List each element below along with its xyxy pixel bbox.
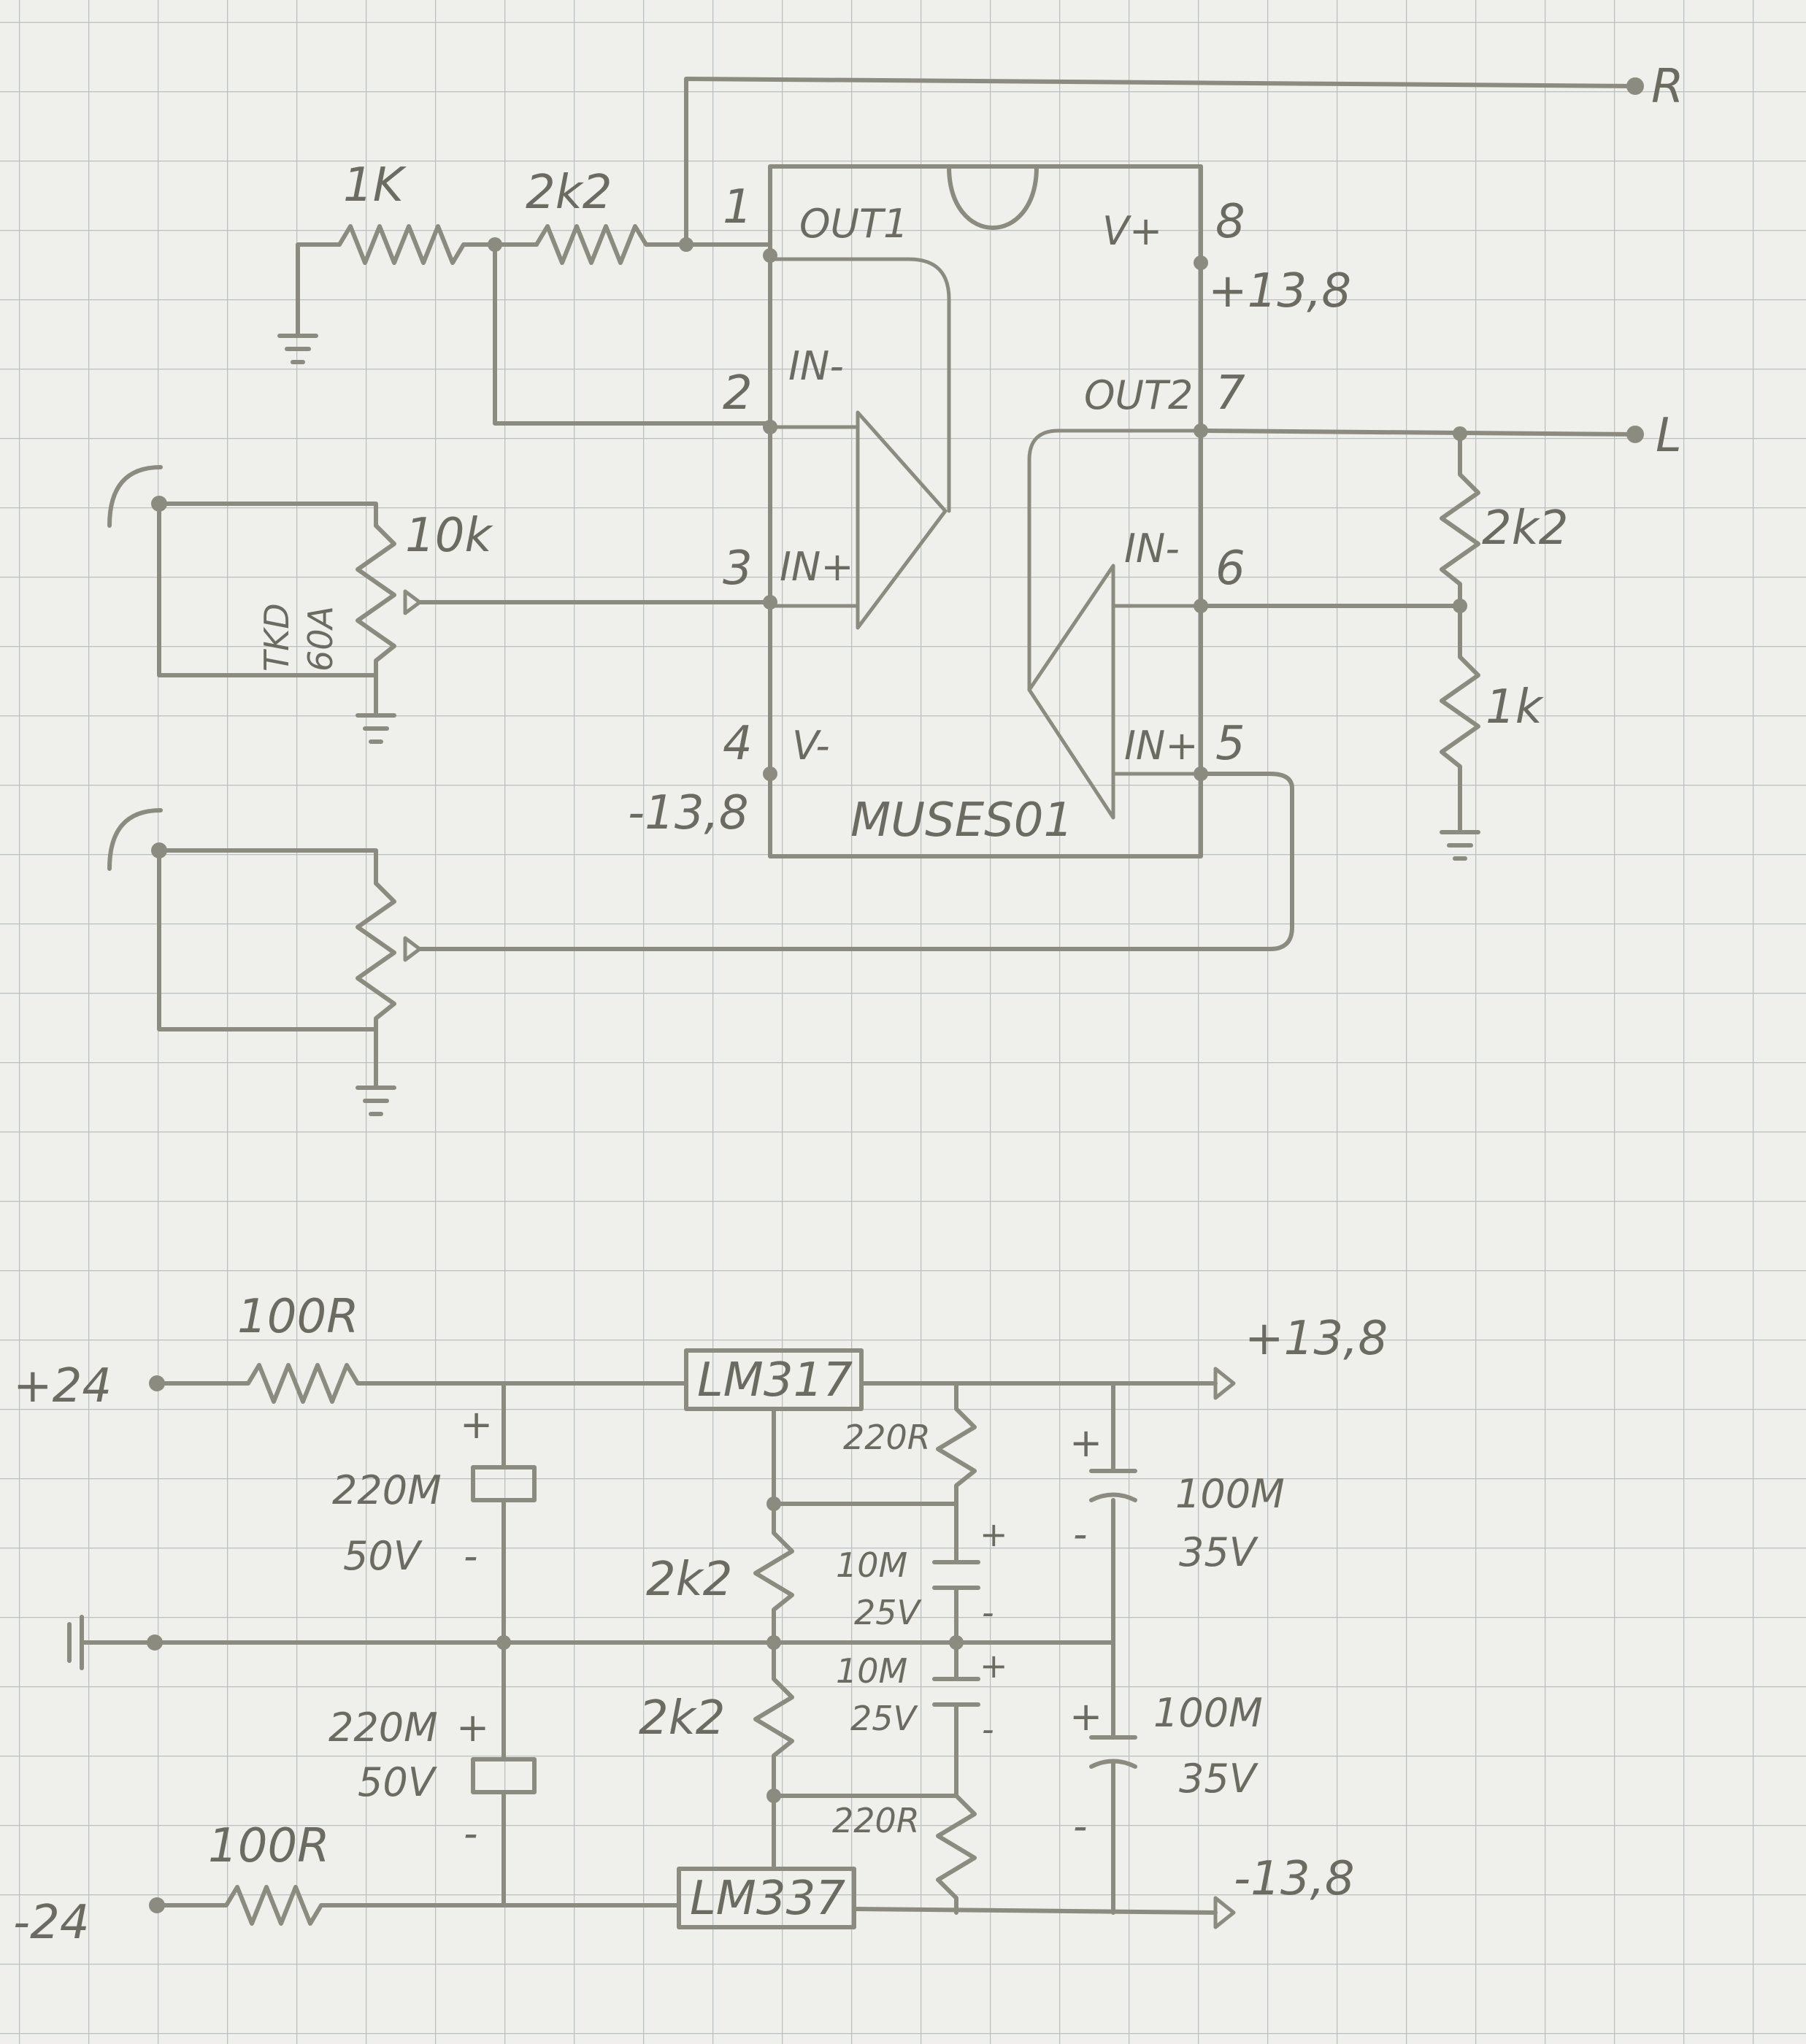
psu-adj-cap-bottom-plus: + xyxy=(980,1646,1008,1686)
pot-note-line2: 60A xyxy=(301,606,340,672)
psu-output-caps xyxy=(1089,1498,1137,1915)
rail-label-neg: -13,8 xyxy=(628,786,749,840)
pin-name-in1-plus: IN+ xyxy=(780,544,854,590)
psu-out-cap-top-value: 100M xyxy=(1175,1471,1285,1517)
psu-input-neg-label: -24 xyxy=(13,1896,90,1950)
pin-name-in2-plus: IN+ xyxy=(1124,723,1199,769)
psu-set-resistors xyxy=(753,1502,794,1798)
psu-out-cap-bottom-plus: + xyxy=(1069,1694,1102,1740)
pin-number-6: 6 xyxy=(1215,542,1245,596)
pin-number-4: 4 xyxy=(723,717,753,771)
psu-bulk-cap-top-minus: - xyxy=(464,1533,478,1579)
output-label-r: R xyxy=(1651,60,1683,114)
input-jack-1 xyxy=(107,465,378,677)
psu-output-neg-label: -13,8 xyxy=(1234,1852,1355,1906)
psu-out-cap-top-plus: + xyxy=(1069,1420,1102,1466)
opamp-ic xyxy=(768,164,1203,858)
opamp2-symbol xyxy=(1027,564,1115,820)
psu-bulk-cap-bottom-voltage: 50V xyxy=(358,1759,438,1805)
opamp1-symbol xyxy=(856,410,948,630)
ch2-resistor-bottom-label: 1k xyxy=(1486,680,1545,734)
psu-set-r-top-label: 2k2 xyxy=(646,1553,733,1607)
output-label-l: L xyxy=(1656,409,1682,463)
pin-number-3: 3 xyxy=(723,542,753,596)
psu-r-top-label: 100R xyxy=(237,1290,359,1344)
psu-adj-cap-bottom-value: 10M xyxy=(836,1651,907,1691)
pin-name-in2-minus: IN- xyxy=(1124,526,1180,572)
psu-adj-r-bottom-label: 220R xyxy=(832,1801,920,1840)
psu-bulk-cap-top-plus: + xyxy=(460,1402,493,1448)
psu-adj-cap-top-value: 10M xyxy=(836,1545,907,1585)
resistor-label-2k2: 2k2 xyxy=(526,166,612,220)
ic-part-number: MUSES01 xyxy=(850,794,1073,848)
psu-adj-caps xyxy=(932,1534,980,1776)
psu-reg-pos-label: LM317 xyxy=(697,1353,853,1407)
psu-out-cap-bottom-value: 100M xyxy=(1153,1690,1263,1736)
pin-name-out2: OUT2 xyxy=(1084,372,1193,418)
pin-number-7: 7 xyxy=(1215,366,1245,420)
psu-r-bottom-label: 100R xyxy=(208,1819,330,1873)
output-r-wire xyxy=(684,77,1644,247)
psu-bulk-cap-bottom xyxy=(471,1640,537,1907)
psu-adj-cap-bottom-voltage: 25V xyxy=(850,1699,919,1738)
pin-name-in1-minus: IN- xyxy=(788,343,844,389)
psu-adj-r-top-label: 220R xyxy=(843,1418,931,1457)
psu-adj-cap-bottom-minus: - xyxy=(982,1710,994,1749)
pot-note-line1: TKD xyxy=(257,603,296,672)
pin-name-v-plus: V+ xyxy=(1102,208,1162,254)
psu-set-r-bottom-label: 2k2 xyxy=(639,1691,726,1745)
psu-out-cap-bottom-minus: - xyxy=(1073,1803,1088,1849)
pin-number-8: 8 xyxy=(1215,195,1245,249)
psu-adj-cap-top-minus: - xyxy=(982,1593,994,1632)
psu-positive-rail xyxy=(149,1348,1236,1539)
resistor-label-1k: 1K xyxy=(343,158,407,212)
input-jack-2 xyxy=(107,808,378,1031)
feedback-network-ch1 xyxy=(280,224,777,434)
volume-pot-ch1 xyxy=(356,523,777,742)
psu-input-pos-label: +24 xyxy=(13,1359,112,1413)
psu-bulk-cap-top-voltage: 50V xyxy=(343,1533,423,1579)
psu-adj-cap-top-voltage: 25V xyxy=(854,1593,923,1632)
pin-number-2: 2 xyxy=(723,366,753,420)
psu-out-cap-top-voltage: 35V xyxy=(1179,1529,1259,1575)
psu-bulk-cap-bottom-value: 220M xyxy=(328,1705,438,1751)
psu-bulk-cap-top xyxy=(471,1381,537,1645)
psu-bulk-cap-bottom-plus: + xyxy=(456,1705,489,1751)
pot-value-label: 10k xyxy=(405,509,493,563)
psu-adj-cap-top-plus: + xyxy=(980,1515,1008,1554)
psu-out-cap-top-minus: - xyxy=(1073,1511,1088,1557)
psu-negative-rail xyxy=(149,1772,1236,1929)
ch2-resistor-top-label: 2k2 xyxy=(1482,502,1569,556)
ch2-output-network xyxy=(1194,256,1644,858)
psu-bulk-cap-top-value: 220M xyxy=(332,1467,442,1513)
pin-number-1: 1 xyxy=(723,180,753,234)
pin-name-v-minus: V- xyxy=(792,723,830,769)
pin-name-out1: OUT1 xyxy=(799,201,908,247)
psu-output-pos-label: +13,8 xyxy=(1245,1312,1388,1366)
psu-bulk-cap-bottom-minus: - xyxy=(464,1810,478,1856)
psu-out-cap-bottom-voltage: 35V xyxy=(1179,1756,1259,1802)
pin-number-5: 5 xyxy=(1215,717,1245,771)
psu-reg-neg-label: LM337 xyxy=(690,1872,845,1926)
rail-label-pos: +13,8 xyxy=(1208,264,1351,318)
volume-pot-ch2 xyxy=(356,766,1294,1114)
